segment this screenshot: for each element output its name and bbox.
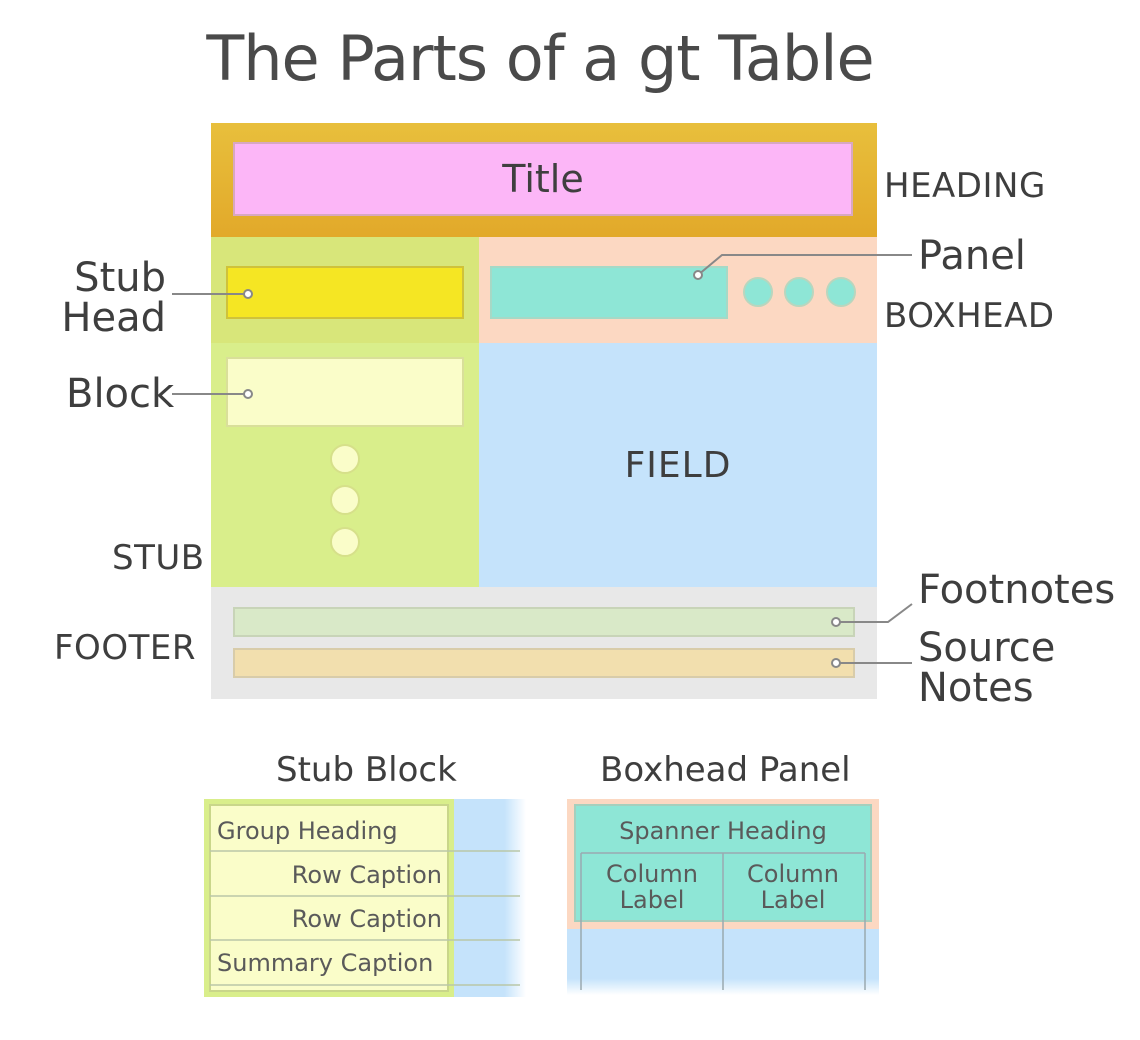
column-label-line2: Label	[760, 886, 826, 914]
stub-block-rows	[209, 804, 449, 992]
footnotes-leader	[836, 603, 913, 623]
column-label-cell: Column Label	[582, 861, 722, 913]
panel-leader	[697, 254, 912, 276]
boxhead-panel-diagram	[567, 799, 879, 995]
footnotes-label: Footnotes	[918, 567, 1116, 613]
panel-label: Panel	[918, 233, 1026, 279]
field-label: FIELD	[624, 444, 732, 486]
column-label-line1: Column	[606, 860, 698, 888]
boxhead-dot	[826, 277, 856, 307]
footnotes-bar	[233, 607, 855, 637]
block-anchor	[243, 389, 253, 399]
stub-dot	[330, 444, 360, 474]
diagram-title: The Parts of a gt Table	[206, 22, 874, 95]
stub-head-box	[226, 266, 464, 319]
boxhead-label: BOXHEAD	[884, 296, 1055, 336]
source-notes-label-line1: Source	[918, 625, 1056, 671]
footer-region	[211, 587, 877, 699]
panel-anchor	[693, 270, 703, 280]
boxhead-dot	[784, 277, 814, 307]
stub-head-label-line2: Head	[61, 295, 166, 341]
stub-block-diagram	[204, 799, 526, 997]
block-box	[226, 357, 464, 427]
title-box: Title	[233, 142, 853, 216]
stub-block-field	[454, 799, 526, 997]
footnotes-anchor	[831, 617, 841, 627]
source-notes-label: Source Notes	[918, 628, 1055, 708]
column-label-line2: Label	[619, 886, 685, 914]
stub-dot	[330, 485, 360, 515]
stub-head-anchor	[243, 289, 253, 299]
stub-label: STUB	[112, 538, 205, 578]
source-notes-anchor	[831, 658, 841, 668]
stub-head-label: Stub Head	[60, 258, 166, 338]
row-caption-cell: Row Caption	[291, 905, 442, 933]
footer-label: FOOTER	[54, 628, 196, 668]
row-caption-cell: Row Caption	[291, 861, 442, 889]
panel-box	[490, 266, 728, 319]
spanner-heading-cell: Spanner Heading	[619, 817, 827, 845]
source-notes-bar	[233, 648, 855, 678]
title-box-label: Title	[502, 157, 584, 201]
summary-caption-cell: Summary Caption	[217, 949, 434, 977]
column-label-line1: Column	[747, 860, 839, 888]
stub-dot	[330, 527, 360, 557]
stub-block-title: Stub Block	[276, 750, 457, 790]
boxhead-dot	[743, 277, 773, 307]
stub-head-label-line1: Stub	[74, 255, 166, 301]
field-region: FIELD	[479, 343, 877, 587]
source-notes-label-line2: Notes	[918, 665, 1034, 711]
column-label-cell: Column Label	[723, 861, 863, 913]
group-heading-cell: Group Heading	[217, 817, 398, 845]
boxhead-panel-title: Boxhead Panel	[600, 750, 851, 790]
heading-label: HEADING	[884, 166, 1046, 206]
block-label: Block	[66, 371, 175, 417]
